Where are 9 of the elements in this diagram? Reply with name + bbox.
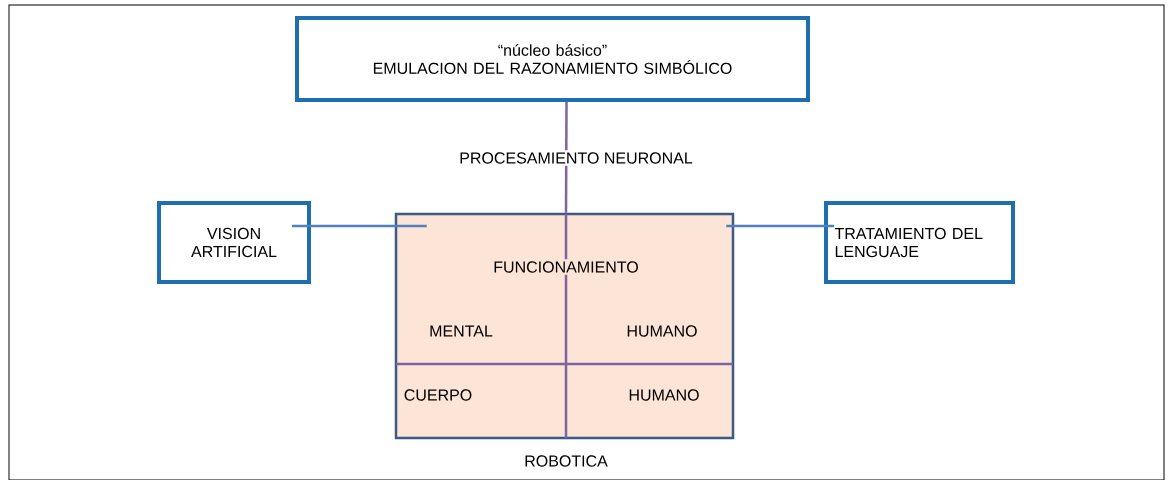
text-label: ROBOTICA xyxy=(525,455,608,467)
connector-line xyxy=(564,102,568,213)
text-box: VISION ARTIFICIAL xyxy=(157,201,311,284)
text-box: “núcleo básico” EMULACION DEL RAZONAMIENTO SIMBÓLICO xyxy=(295,16,810,102)
connector-line xyxy=(292,224,427,228)
edge-label: PROCESAMIENTO NEURONAL xyxy=(460,152,693,164)
text-box: TRATAMIENTO DEL LENGUAJE xyxy=(824,201,1015,284)
connector-line xyxy=(726,224,834,228)
quadrant-box: FUNCIONAMIENTO MENTAL HUMANO CUERPO HUMANO xyxy=(394,212,735,440)
